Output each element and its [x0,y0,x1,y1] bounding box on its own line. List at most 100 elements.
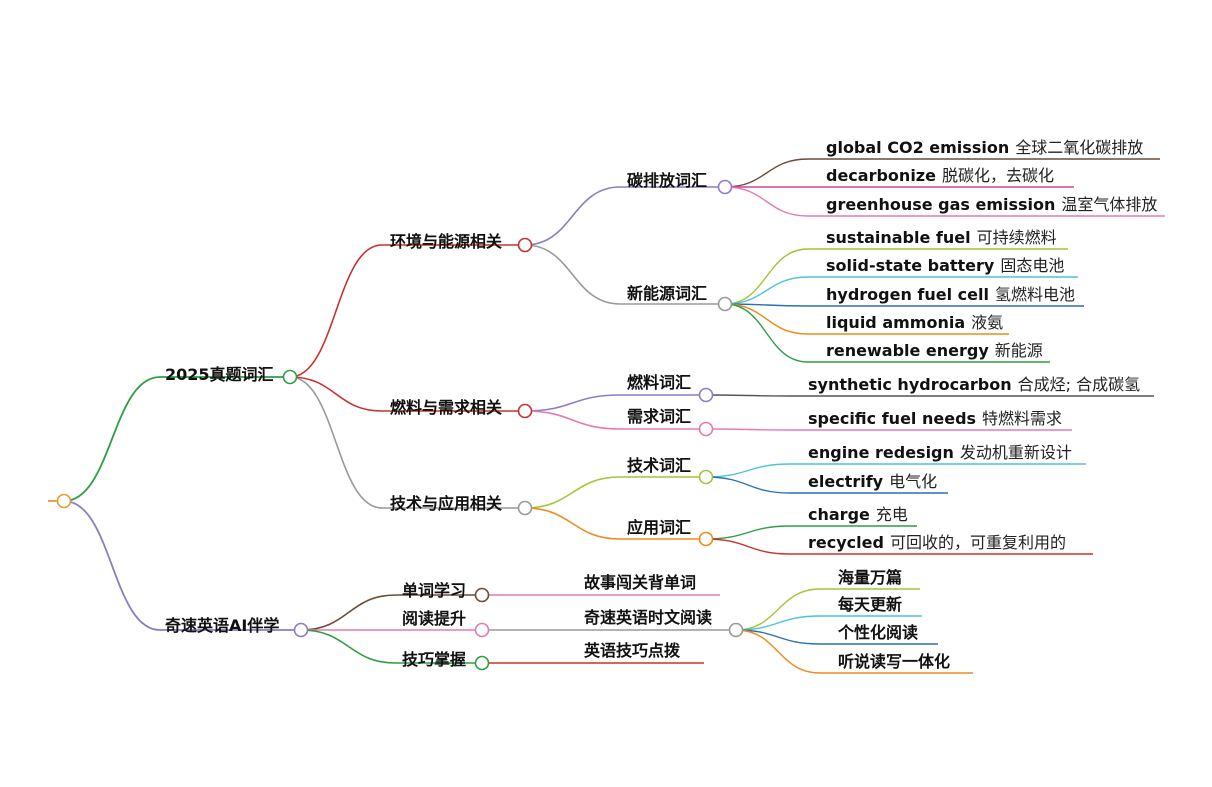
edge-l2-0-2 [289,376,383,509]
leaf-0-2-0-0: engine redesign 发动机重新设计 [808,445,1072,461]
topic-l2-1-1: 阅读提升 [402,609,467,628]
node-l3-0-0-0[interactable] [717,179,733,195]
edge-l4-0-0-1-0 [724,248,809,305]
edge-l1-1 [63,500,161,631]
leaf-0-0-0-0-zh: 全球二氧化碳排放 [1015,138,1144,157]
edge-l3-0-0-1 [524,244,621,305]
leaf-0-0-1-3: liquid ammonia 液氨 [826,315,1003,331]
edge-l2-1-2 [300,629,397,664]
node-l1-0[interactable] [282,369,298,385]
node-l3-0-1-1[interactable] [698,421,714,437]
leaf-0-0-1-0: sustainable fuel 可持续燃料 [826,230,1057,246]
edge-l4-0-0-1-4 [724,303,809,363]
topic-l2-0-1: 燃料与需求相关 [390,398,503,417]
leaf-0-1-0-0: synthetic hydrocarbon 合成烃; 合成碳氢 [808,377,1140,393]
leaf-0-1-0-0-en: synthetic hydrocarbon [808,375,1012,394]
leaf-0-0-1-2-en: hydrogen fuel cell [826,285,989,304]
edge-l4-1-1-0-0 [735,588,821,631]
edge-l4-1-1-0-3 [735,629,821,674]
leaf-0-1-1-0-en: specific fuel needs [808,409,977,428]
node-l3-1-1-0[interactable] [728,622,744,638]
leaf-0-0-1-1: solid-state battery 固态电池 [826,258,1064,274]
leaf-0-0-1-3-zh: 液氨 [971,313,1004,332]
edge-l4-0-0-1-3 [724,303,809,335]
edge-l3-0-1-0 [524,394,621,412]
topic-l3-1-2-0: 英语技巧点拨 [584,641,681,660]
node-l2-0-0[interactable] [517,237,533,253]
leaf-0-0-1-4: renewable energy 新能源 [826,343,1043,359]
leaf-0-0-1-1-zh: 固态电池 [1000,256,1065,275]
edge-l4-0-2-1-0 [705,525,791,540]
leaf-0-0-0-0: global CO2 emission 全球二氧化碳排放 [826,140,1143,156]
edge-l4-0-2-0-0 [705,463,791,478]
edge-l4-0-2-1-1 [705,538,791,555]
edge-l2-0-1 [289,376,383,412]
leaf-0-2-0-1-zh: 电气化 [889,472,938,491]
leaf-1-1-0-3: 听说读写一体化 [838,652,951,671]
topic-l1-1: 奇速英语AI伴学 [165,616,280,635]
leaf-0-0-0-0-en: global CO2 emission [826,138,1010,157]
leaf-0-2-1-1-en: recycled [808,533,884,552]
leaf-0-2-0-0-en: engine redesign [808,443,954,462]
leaf-1-1-0-2: 个性化阅读 [838,623,919,642]
topic-l1-0: 2025真题词汇 [165,365,274,384]
leaf-0-0-1-3-en: liquid ammonia [826,313,966,332]
edge-l1-0 [63,376,161,502]
leaf-0-1-0-0-zh: 合成烃; 合成碳氢 [1017,375,1141,394]
leaf-0-0-1-4-zh: 新能源 [994,341,1043,360]
leaf-0-0-1-4-en: renewable energy [826,341,989,360]
node-l1-1[interactable] [293,622,309,638]
edge-l4-0-0-0-2 [724,186,809,217]
edge-l4-0-0-1-2 [724,303,809,307]
node-l2-0-1[interactable] [517,403,533,419]
node-l3-0-2-0[interactable] [698,469,714,485]
edge-l3-0-2-1 [524,507,621,540]
leaf-0-0-0-1-zh: 脱碳化，去碳化 [941,166,1054,185]
node-l2-0-2[interactable] [517,500,533,516]
topic-l2-0-2: 技术与应用相关 [390,494,503,513]
leaf-0-2-1-1: recycled 可回收的，可重复利用的 [808,535,1066,551]
leaf-0-0-0-1: decarbonize 脱碳化，去碳化 [826,168,1054,184]
edge-l3-0-1-1 [524,410,621,430]
edge-l3-0-0-0 [524,186,621,246]
edge-l3-0-2-0 [524,476,621,509]
leaf-1-1-0-1: 每天更新 [838,595,903,614]
topic-l3-1-0-0: 故事闯关背单词 [584,573,697,592]
topic-l2-1-2: 技巧掌握 [402,650,467,669]
node-l2-1-1[interactable] [474,622,490,638]
node-l3-0-2-1[interactable] [698,531,714,547]
topic-l3-0-2-1: 应用词汇 [627,518,692,537]
leaf-1-1-0-0: 海量万篇 [838,568,903,587]
edge-l4-1-1-0-2 [735,629,821,645]
leaf-0-2-1-0-en: charge [808,505,870,524]
leaf-0-0-0-1-en: decarbonize [826,166,936,185]
leaf-0-0-1-2-zh: 氢燃料电池 [994,285,1075,304]
leaf-0-2-0-0-zh: 发动机重新设计 [959,443,1072,462]
leaf-0-0-1-0-en: sustainable fuel [826,228,971,247]
node-l2-1-2[interactable] [474,655,490,671]
edge-l4-0-0-1-1 [724,276,809,305]
node-l3-0-1-0[interactable] [698,387,714,403]
topic-l2-1-0: 单词学习 [402,581,467,600]
root-node[interactable] [56,493,72,509]
leaf-0-0-1-0-zh: 可持续燃料 [976,228,1057,247]
leaf-0-2-1-0: charge 充电 [808,507,908,523]
leaf-0-0-0-2-en: greenhouse gas emission [826,195,1056,214]
topic-l3-0-2-0: 技术词汇 [627,456,692,475]
node-l3-0-0-1[interactable] [717,296,733,312]
leaf-0-2-1-1-zh: 可回收的，可重复利用的 [889,533,1066,552]
topic-l3-0-1-1: 需求词汇 [627,407,692,426]
edge-l2-1-0 [300,594,397,631]
edge-l2-0-0 [289,244,383,378]
edge-l4-1-1-0-1 [735,615,821,631]
topic-l2-0-0: 环境与能源相关 [390,232,503,251]
topic-l3-0-0-0: 碳排放词汇 [627,171,708,190]
edge-l4-0-2-0-1 [705,476,791,494]
leaf-0-2-1-0-zh: 充电 [875,505,908,524]
node-l2-1-0[interactable] [474,587,490,603]
leaf-0-0-1-1-en: solid-state battery [826,256,995,275]
